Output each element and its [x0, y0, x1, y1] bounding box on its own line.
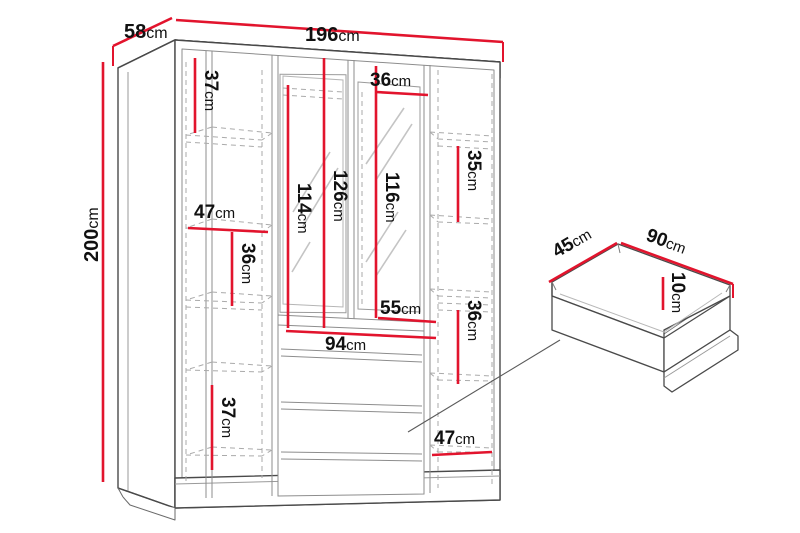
label-55: 55cm [380, 298, 421, 319]
dimline-196 [175, 18, 504, 44]
label-37-bottom: 37cm [217, 397, 238, 438]
drawer-dimension-lines [548, 241, 734, 310]
drawer-leader-line [407, 339, 561, 433]
dimline-58 [112, 16, 173, 48]
mirror-shine-right [365, 107, 413, 277]
label-35-right: 35cm [463, 150, 484, 191]
label-200: 200cm [81, 207, 103, 262]
label-47-left: 47cm [194, 202, 235, 223]
label-126: 126cm [329, 170, 350, 222]
label-10-drawer: 10cm [667, 272, 688, 313]
dimline-36-center-horiz [375, 90, 429, 97]
dimline-94 [285, 329, 437, 340]
mirror-panel-right [357, 81, 421, 313]
dimline-55 [377, 316, 437, 324]
dimension-lines [101, 16, 504, 482]
label-36-right: 36cm [463, 300, 484, 341]
label-94: 94cm [325, 334, 366, 355]
drawer-detail [551, 243, 739, 393]
label-37-top: 37cm [200, 70, 221, 111]
center-mirror-doors [279, 73, 421, 314]
label-47-base: 47cm [434, 428, 475, 449]
center-drawer-stack [277, 314, 425, 497]
dimline-45-drawer [548, 241, 618, 284]
dimline-47-base [431, 450, 493, 457]
label-114: 114cm [293, 183, 314, 234]
left-compartment-shelves [185, 62, 273, 484]
dimline-90-drawer [620, 241, 734, 286]
dimline-47-left [187, 226, 269, 234]
label-36-center: 36cm [370, 70, 411, 91]
mirror-panel-left [279, 73, 347, 314]
label-36-left: 36cm [237, 243, 258, 284]
label-116: 116cm [381, 172, 402, 223]
label-58: 58cm [124, 21, 168, 43]
label-45-drawer: 45cm [549, 224, 595, 263]
label-196: 196cm [305, 24, 360, 46]
